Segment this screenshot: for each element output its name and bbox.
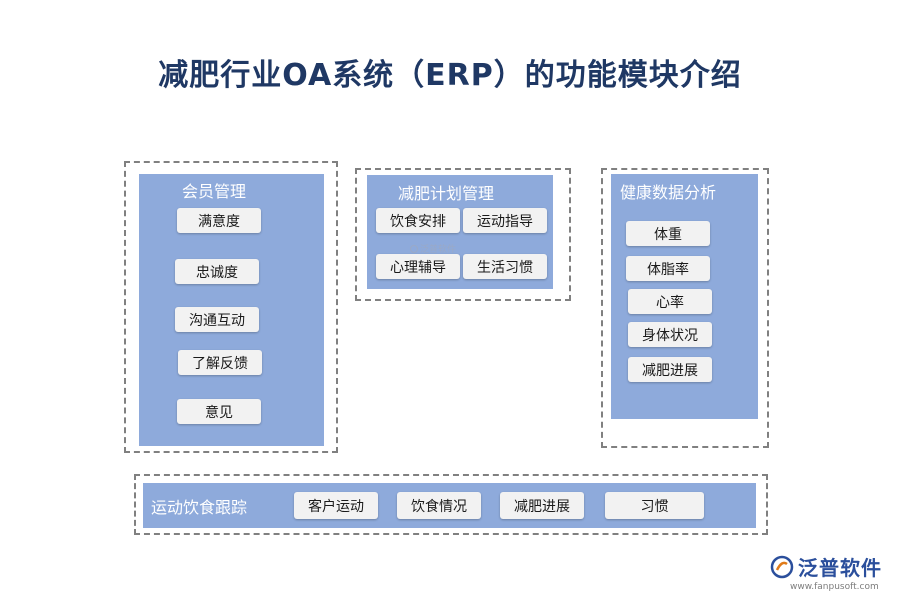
health-module-frame bbox=[601, 168, 769, 448]
member-item: 了解反馈 bbox=[178, 350, 262, 375]
watermark-logo-icon bbox=[410, 244, 418, 253]
health-item: 体脂率 bbox=[626, 256, 710, 281]
tracking-item: 饮食情况 bbox=[397, 492, 481, 519]
brand-logo: 泛普软件 bbox=[770, 552, 882, 581]
tracking-item: 减肥进展 bbox=[500, 492, 584, 519]
fanpu-logo-icon bbox=[770, 555, 794, 578]
plan-item: 心理辅导 bbox=[376, 254, 460, 279]
logo-text: 泛普软件 bbox=[798, 556, 882, 580]
member-item: 意见 bbox=[177, 399, 261, 424]
health-item: 体重 bbox=[626, 221, 710, 246]
plan-module-title: 减肥计划管理 bbox=[398, 184, 495, 203]
page-title: 减肥行业OA系统（ERP）的功能模块介绍 bbox=[158, 58, 742, 93]
member-module-title: 会员管理 bbox=[182, 182, 247, 201]
member-item: 满意度 bbox=[177, 208, 261, 233]
health-item: 减肥进展 bbox=[628, 357, 712, 382]
member-item: 沟通互动 bbox=[175, 307, 259, 332]
plan-item: 运动指导 bbox=[463, 208, 547, 233]
plan-item: 生活习惯 bbox=[463, 254, 547, 279]
watermark: 泛普软件 bbox=[410, 242, 456, 255]
tracking-module-frame bbox=[134, 474, 768, 535]
tracking-module-title: 运动饮食跟踪 bbox=[151, 498, 248, 517]
watermark-text: 泛普软件 bbox=[420, 245, 457, 255]
member-item: 忠诚度 bbox=[175, 259, 259, 284]
tracking-item: 习惯 bbox=[605, 492, 704, 519]
tracking-item: 客户运动 bbox=[294, 492, 378, 519]
plan-item: 饮食安排 bbox=[376, 208, 460, 233]
member-module-frame bbox=[124, 161, 338, 453]
plan-module-frame bbox=[355, 168, 571, 301]
health-module-title: 健康数据分析 bbox=[620, 183, 717, 202]
health-item: 身体状况 bbox=[628, 322, 712, 347]
health-item: 心率 bbox=[628, 289, 712, 314]
logo-url: www.fanpusoft.com bbox=[790, 582, 879, 592]
